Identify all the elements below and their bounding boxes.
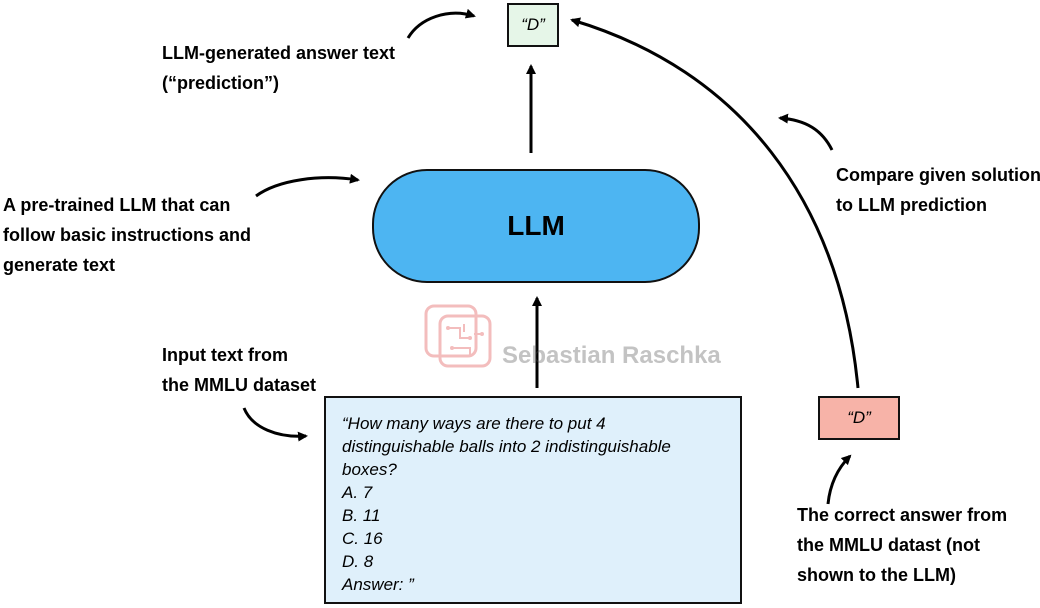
input-text-box: “How many ways are there to put 4 distin… [324,396,742,604]
llm-label-line: A pre-trained LLM that can [3,195,231,215]
watermark-text: Sebastian Raschka [502,342,721,369]
prediction-label-line: (“prediction”) [162,73,279,93]
llm-label: A pre-trained LLM that can follow basic … [3,190,251,280]
input-line: distinguishable balls into 2 indistingui… [342,437,671,456]
input-line: boxes? [342,460,397,479]
input-line: “How many ways are there to put 4 [342,414,606,433]
input-label-line: the MMLU dataset [162,375,317,395]
prediction-label: LLM-generated answer text (“prediction”) [162,38,395,98]
correct-answer-box: “D” [818,396,900,440]
prediction-box: “D” [507,3,559,47]
compare-label-line: to LLM prediction [836,195,987,215]
input-label: Input text from the MMLU dataset [162,340,316,400]
llm-label-line: generate text [3,255,116,275]
llm-node: LLM [372,169,700,283]
watermark: Sebastian Raschka [424,304,744,370]
correct-answer-label-line: shown to the LLM) [797,565,956,585]
compare-label: Compare given solution to LLM prediction [836,160,1040,220]
llm-label-line: follow basic instructions and [3,225,252,245]
input-line: A. 7 [342,483,373,502]
correct-answer-label-line: The correct answer from [797,505,1008,525]
watermark-logo-icon [424,304,492,368]
input-line: D. 8 [342,552,374,571]
truth-to-prediction-arrow [570,17,860,389]
prediction-label-line: LLM-generated answer text [162,43,396,63]
compare-label-line: Compare given solution [836,165,1040,185]
correct-answer-label-line: the MMLU datast (not [797,535,980,555]
input-line: B. 11 [342,506,381,525]
input-line: Answer: ” [342,575,414,594]
input-label-pointer [242,407,308,442]
prediction-label-pointer [406,8,476,39]
input-line: C. 16 [342,529,383,548]
correct-answer-label: The correct answer from the MMLU datast … [797,500,1007,590]
input-label-line: Input text from [162,345,288,365]
llm-label-pointer [255,173,360,198]
compare-label-pointer [778,113,834,151]
truth-label-pointer [826,454,852,505]
